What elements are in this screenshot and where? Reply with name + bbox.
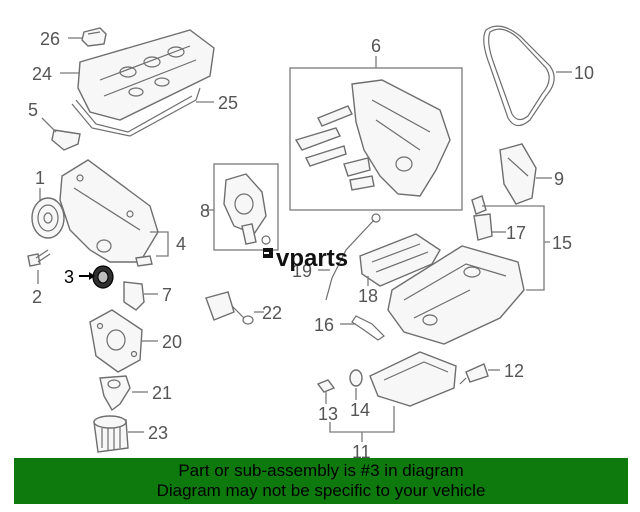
callout-26: 26 bbox=[40, 29, 60, 49]
part-21-shape bbox=[99, 375, 131, 412]
leader-3-arrow bbox=[89, 272, 95, 280]
part-23-oil-filter-shape bbox=[93, 415, 129, 453]
callout-7: 7 bbox=[162, 285, 172, 305]
banner-disclaimer: Diagram may not be specific to your vehi… bbox=[156, 481, 486, 500]
part-3-oil-seal-shape bbox=[92, 265, 114, 289]
part-10-timing-chain-shape bbox=[483, 25, 555, 127]
callout-19: 19 bbox=[292, 261, 312, 281]
leader-5 bbox=[41, 117, 57, 133]
part-8-water-pump-shape bbox=[223, 173, 271, 245]
callout-17: 17 bbox=[506, 223, 526, 243]
part-4-timing-cover-shape bbox=[59, 159, 159, 267]
callout-1: 1 bbox=[35, 168, 45, 188]
callout-9: 9 bbox=[554, 169, 564, 189]
callout-22: 22 bbox=[262, 303, 282, 323]
callout-3: 3 bbox=[64, 267, 74, 287]
callout-4: 4 bbox=[176, 234, 186, 254]
part-22-sensor-shape bbox=[205, 291, 254, 325]
part-8-group-box bbox=[213, 163, 279, 251]
callout-10: 10 bbox=[574, 63, 594, 83]
callout-25: 25 bbox=[218, 93, 238, 113]
callout-24: 24 bbox=[32, 64, 52, 84]
part-5-shape bbox=[51, 129, 81, 151]
callout-23: 23 bbox=[148, 423, 168, 443]
part-12-sensor-shape bbox=[459, 363, 489, 385]
part-14-washer-shape bbox=[349, 369, 363, 387]
callout-11: 11 bbox=[352, 442, 371, 460]
part-20-oil-pump-shape bbox=[89, 309, 143, 373]
part-25-gasket-shape bbox=[71, 87, 201, 137]
banner-part-note: Part or sub-assembly is #3 in diagram bbox=[178, 461, 464, 480]
callout-5: 5 bbox=[28, 100, 38, 120]
callout-20: 20 bbox=[162, 332, 182, 352]
part-16-gasket-shape bbox=[351, 315, 385, 341]
part-15-oil-pan-upper-shape bbox=[387, 245, 525, 345]
part-7-shape bbox=[123, 281, 145, 311]
callout-15: 15 bbox=[552, 233, 572, 253]
part-9-shape bbox=[499, 143, 537, 205]
part-17-shape bbox=[471, 195, 493, 241]
part-13-drain-plug-shape bbox=[316, 379, 336, 393]
part-6-timing-case-shape bbox=[294, 79, 451, 197]
callout-6: 6 bbox=[371, 36, 381, 56]
callout-13: 13 bbox=[318, 404, 338, 424]
info-banner: Part or sub-assembly is #3 in diagram Di… bbox=[14, 458, 628, 504]
leader-4 bbox=[150, 231, 169, 257]
callout-16: 16 bbox=[314, 315, 334, 335]
part-24-valve-cover-shape bbox=[77, 29, 215, 121]
part-2-bolt-shape bbox=[27, 249, 51, 267]
callout-21: 21 bbox=[152, 383, 172, 403]
callout-2: 2 bbox=[32, 287, 42, 307]
part-18-baffle-shape bbox=[359, 233, 441, 287]
callout-8: 8 bbox=[200, 201, 210, 221]
part-11-oil-pan-lower-shape bbox=[369, 351, 457, 407]
exploded-parts-diagram: 26 24 25 5 1 4 bbox=[27, 25, 594, 460]
callout-12: 12 bbox=[504, 361, 524, 381]
part-1-pulley-shape bbox=[31, 197, 65, 239]
leader-15 bbox=[482, 205, 550, 291]
part-26-shape bbox=[81, 27, 107, 47]
vparts-watermark-logo: vparts bbox=[263, 245, 348, 272]
svg-text:vparts: vparts bbox=[276, 245, 348, 272]
part-19-dipstick-shape bbox=[325, 213, 381, 301]
callout-18: 18 bbox=[358, 286, 378, 306]
callout-14: 14 bbox=[350, 400, 370, 420]
